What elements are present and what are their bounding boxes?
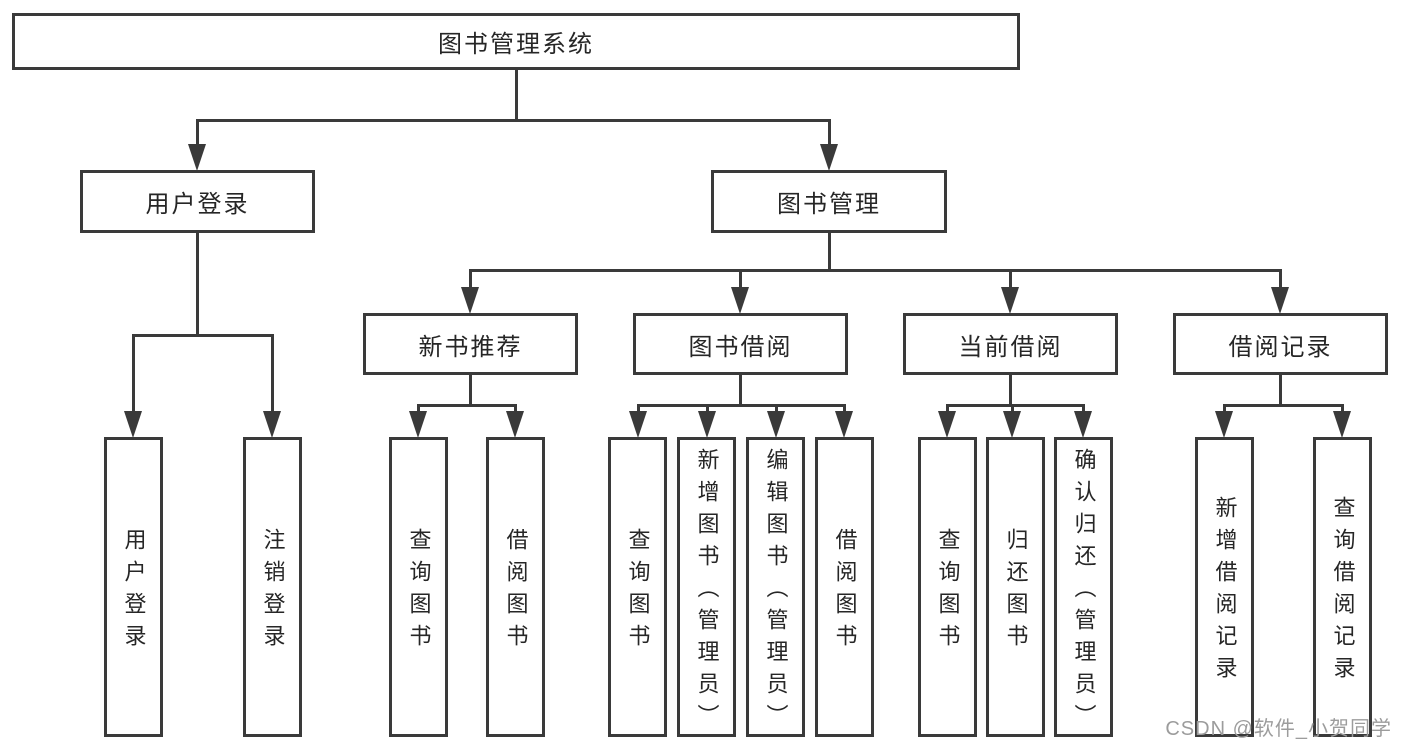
connector-shaft-leaf bbox=[637, 404, 640, 416]
leaf-add-books-admin-label: 新增图书（管理员） bbox=[694, 448, 720, 736]
arrowhead-leaf-borrow-books-recommend bbox=[506, 411, 524, 438]
node-book-management: 图书管理 bbox=[711, 170, 947, 233]
arrowhead-current-borrow bbox=[1001, 287, 1019, 314]
leaf-add-borrow-record: 新增借阅记录 bbox=[1195, 437, 1254, 737]
connector-shaft-leaf bbox=[706, 404, 709, 416]
node-book-borrow-label: 图书借阅 bbox=[688, 333, 793, 361]
leaf-logout-label: 注销登录 bbox=[260, 528, 286, 656]
connector-shaft-leaf-user-login bbox=[132, 334, 135, 413]
csdn-watermark: CSDN @软件_小贺同学 bbox=[1165, 718, 1392, 740]
leaf-user-login-label: 用户登录 bbox=[121, 528, 147, 656]
arrowhead-leaf-logout bbox=[263, 411, 281, 438]
leaf-query-books-current-label: 查询图书 bbox=[935, 528, 961, 656]
node-book-borrow: 图书借阅 bbox=[633, 313, 848, 375]
arrowhead-leaf-query-borrow-record bbox=[1333, 411, 1351, 438]
leaf-edit-books-admin-label: 编辑图书（管理员） bbox=[763, 448, 789, 736]
node-current-borrow-label: 当前借阅 bbox=[958, 333, 1063, 361]
connector-shaft-user-login bbox=[196, 119, 199, 146]
arrowhead-user-login bbox=[188, 144, 206, 171]
node-borrow-records: 借阅记录 bbox=[1173, 313, 1388, 375]
node-borrow-records-label: 借阅记录 bbox=[1228, 333, 1333, 361]
arrowhead-leaf-return-books bbox=[1003, 411, 1021, 438]
connector-book-borrow-hline bbox=[637, 404, 846, 407]
leaf-return-books: 归还图书 bbox=[986, 437, 1045, 737]
arrowhead-leaf-edit-books-admin bbox=[767, 411, 785, 438]
arrowhead-leaf-query-books-current bbox=[938, 411, 956, 438]
leaf-add-borrow-record-label: 新增借阅记录 bbox=[1212, 496, 1238, 688]
node-user-login: 用户登录 bbox=[80, 170, 315, 233]
node-new-book-recommend: 新书推荐 bbox=[363, 313, 578, 375]
node-root: 图书管理系统 bbox=[12, 13, 1020, 70]
connector-shaft-leaf bbox=[843, 404, 846, 416]
arrowhead-leaf-borrow-books bbox=[835, 411, 853, 438]
leaf-return-books-label: 归还图书 bbox=[1003, 528, 1029, 656]
arrowhead-leaf-query-books-borrow bbox=[629, 411, 647, 438]
connector-shaft-leaf bbox=[1341, 404, 1344, 416]
connector-shaft-borrow-records bbox=[1279, 269, 1282, 290]
connector-root-hline bbox=[196, 119, 830, 122]
connector-book-borrow-stem bbox=[739, 373, 742, 407]
node-new-book-recommend-label: 新书推荐 bbox=[418, 333, 523, 361]
connector-shaft-book-borrow bbox=[739, 269, 742, 290]
leaf-confirm-return-admin: 确认归还（管理员） bbox=[1054, 437, 1113, 737]
connector-shaft-leaf bbox=[514, 404, 517, 416]
connector-borrow-records-stem bbox=[1279, 373, 1282, 407]
leaf-query-books-recommend-label: 查询图书 bbox=[406, 528, 432, 656]
arrowhead-leaf-add-borrow-record bbox=[1215, 411, 1233, 438]
leaf-borrow-books-label: 借阅图书 bbox=[832, 528, 858, 656]
connector-shaft-leaf bbox=[1082, 404, 1085, 416]
connector-user-login-hline bbox=[132, 334, 274, 337]
connector-current-borrow-stem bbox=[1009, 373, 1012, 407]
leaf-logout: 注销登录 bbox=[243, 437, 302, 737]
node-current-borrow: 当前借阅 bbox=[903, 313, 1118, 375]
connector-new-book-recommend-stem bbox=[469, 373, 472, 407]
leaf-borrow-books-recommend: 借阅图书 bbox=[486, 437, 545, 737]
connector-user-login-stem bbox=[196, 231, 199, 336]
leaf-query-books-borrow-label: 查询图书 bbox=[625, 528, 651, 656]
arrowhead-leaf-query-books-recommend bbox=[409, 411, 427, 438]
connector-root-stem bbox=[515, 68, 518, 120]
leaf-add-books-admin: 新增图书（管理员） bbox=[677, 437, 736, 737]
connector-book-management-hline bbox=[469, 269, 1282, 272]
arrowhead-borrow-records bbox=[1271, 287, 1289, 314]
leaf-query-borrow-record-label: 查询借阅记录 bbox=[1330, 496, 1356, 688]
connector-shaft-book-management bbox=[828, 119, 831, 146]
arrowhead-leaf-add-books-admin bbox=[698, 411, 716, 438]
connector-shaft-leaf bbox=[1223, 404, 1226, 416]
connector-new-book-recommend-hline bbox=[417, 404, 517, 407]
arrowhead-leaf-confirm-return-admin bbox=[1074, 411, 1092, 438]
connector-borrow-records-hline bbox=[1223, 404, 1344, 407]
arrowhead-leaf-user-login bbox=[124, 411, 142, 438]
connector-shaft-leaf-logout bbox=[271, 334, 274, 413]
leaf-borrow-books: 借阅图书 bbox=[815, 437, 874, 737]
leaf-user-login: 用户登录 bbox=[104, 437, 163, 737]
connector-shaft-leaf bbox=[1011, 404, 1014, 416]
connector-book-management-stem bbox=[828, 231, 831, 272]
leaf-query-books-current: 查询图书 bbox=[918, 437, 977, 737]
leaf-confirm-return-admin-label: 确认归还（管理员） bbox=[1071, 448, 1097, 736]
leaf-borrow-books-recommend-label: 借阅图书 bbox=[503, 528, 529, 656]
connector-current-borrow-hline bbox=[946, 404, 1085, 407]
arrowhead-book-borrow bbox=[731, 287, 749, 314]
leaf-query-books-recommend: 查询图书 bbox=[389, 437, 448, 737]
arrowhead-book-management bbox=[820, 144, 838, 171]
node-root-label: 图书管理系统 bbox=[438, 31, 594, 58]
connector-shaft-new-book-recommend bbox=[469, 269, 472, 290]
node-book-management-label: 图书管理 bbox=[777, 191, 881, 218]
connector-shaft-leaf bbox=[417, 404, 420, 416]
connector-shaft-leaf bbox=[946, 404, 949, 416]
node-user-login-label: 用户登录 bbox=[145, 191, 250, 218]
leaf-query-books-borrow: 查询图书 bbox=[608, 437, 667, 737]
connector-shaft-leaf bbox=[775, 404, 778, 416]
leaf-edit-books-admin: 编辑图书（管理员） bbox=[746, 437, 805, 737]
connector-shaft-current-borrow bbox=[1009, 269, 1012, 290]
leaf-query-borrow-record: 查询借阅记录 bbox=[1313, 437, 1372, 737]
arrowhead-new-book-recommend bbox=[461, 287, 479, 314]
